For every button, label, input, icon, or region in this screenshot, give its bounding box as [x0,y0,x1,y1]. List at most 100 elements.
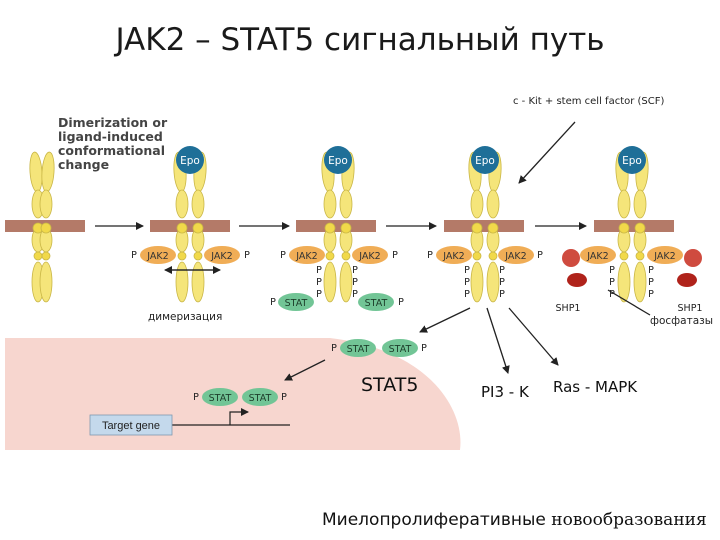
epo-label: Epo [622,155,642,167]
receptor-extracellular-domain [191,189,205,219]
phosphate-label: P [281,392,287,403]
shp1-label: SHP1 [556,303,581,314]
phosphate-label: P [464,265,470,276]
receptor-box-node [472,251,482,261]
receptor-transmembrane-node [40,222,52,234]
receptor-transmembrane-node [176,222,188,234]
shp1-label: SHP1 [678,303,703,314]
jak2-label: JAK2 [586,251,608,262]
membrane-segment [150,220,230,232]
nuclear-import-arrow [284,359,326,381]
pi3k-arrow [486,307,510,374]
receptor-transmembrane-node [192,222,204,234]
target-gene: Target gene [89,408,290,436]
membrane-segment [444,220,524,232]
phosphate-label: P [499,277,505,288]
pi3k-label: PI3 - K [481,383,529,401]
jak2-kinase [436,246,472,264]
receptor-box-node [488,251,498,261]
receptor-box-node [341,251,351,261]
receptor-box-node [41,251,51,261]
phosphate-label: P [648,265,654,276]
receptor-extracellular-domain [323,189,337,219]
stat-release-arrow [419,307,471,333]
stat-label: STAT [285,298,308,309]
receptor-extracellular-domain [633,189,647,219]
phosphate-label: P [648,277,654,288]
phosphate-label: P [193,392,199,403]
membrane-segment [296,220,376,232]
receptor-extracellular-domain [175,189,189,219]
receptor-intracellular-domain [633,261,647,303]
receptor-box-node [177,251,187,261]
dimerization-change-annotation: Dimerization or ligand-induced conformat… [58,115,168,172]
epo-ligand [618,146,646,174]
stat-protein [382,339,418,357]
phosphate-label: P [316,277,322,288]
phosphate-label: P [609,289,615,300]
jak2-label: JAK2 [504,251,526,262]
shp1-domain [684,249,702,267]
transcription-start-arrow [229,408,249,425]
jak2-kinase [580,246,616,264]
stat-label: STAT [365,298,388,309]
receptor-chain [191,151,207,303]
receptor-transmembrane-node [618,222,630,234]
receptor-transmembrane-node [471,222,483,234]
scf-annotation: c - Kit + stem cell factor (SCF) [513,96,665,107]
receptor-intracellular-domain [191,261,205,303]
page-title: JAK2 – STAT5 сигнальный путь [115,22,605,58]
phosphate-label: P [609,277,615,288]
jak2-kinase [289,246,325,264]
phosphate-label: P [427,250,433,261]
stat-protein [242,388,278,406]
receptor-intracellular-domain [339,261,353,303]
phosphate-label: P [499,289,505,300]
cell-membranes [5,220,674,232]
receptor-extracellular-domain [39,189,53,219]
stat-label: STAT [249,393,272,404]
phosphate-label: P [464,289,470,300]
stat-protein [340,339,376,357]
receptor-box-node [635,251,645,261]
receptor-extracellular-domain [470,189,484,219]
epo-label: Epo [180,155,200,167]
phosphate-label: P [244,250,250,261]
receptor-transmembrane-node [324,222,336,234]
receptor-transmembrane-node [487,222,499,234]
stat-protein [202,388,238,406]
phosphate-label: P [398,297,404,308]
receptor-intracellular-domain [486,261,500,303]
shp1-domain [677,273,697,287]
target-gene-label: Target gene [102,420,160,432]
jak2-label: JAK2 [146,251,168,262]
stat-label: STAT [389,344,412,355]
jak2-kinase [140,246,176,264]
epo-label: Epo [328,155,348,167]
epo-ligand [471,146,499,174]
phosphate-label: P [280,250,286,261]
ras-mapk-label: Ras - MAPK [553,378,638,396]
stat-label: STAT [209,393,232,404]
epo-ligand [324,146,352,174]
receptor-box-node [619,251,629,261]
receptor-intracellular-domain [39,261,53,303]
receptor-box-node [193,251,203,261]
jak2-label: JAK2 [358,251,380,262]
receptor-intracellular-domain [323,261,337,303]
jak2-label: JAK2 [653,251,675,262]
receptor-intracellular-domain [175,261,189,303]
phosphate-label: P [464,277,470,288]
epo-ligand [176,146,204,174]
receptor-transmembrane-node [634,222,646,234]
phosphate-label: P [270,297,276,308]
phosphate-label: P [499,265,505,276]
mpn-word-1: Миелопролиферативные [322,510,546,530]
jak2-kinase [498,246,534,264]
phosphate-label: P [537,250,543,261]
jak2-label: JAK2 [210,251,232,262]
myeloproliferative-neoplasms-label: Миелопролиферативные новообразования [322,510,707,530]
receptor-extracellular-domain [339,189,353,219]
receptor-box-node [325,251,335,261]
